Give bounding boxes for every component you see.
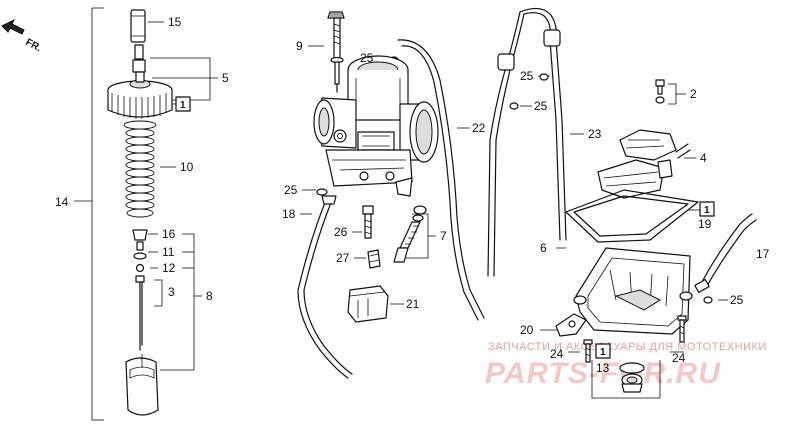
pilot-jet-26 bbox=[362, 205, 374, 239]
callout-8: 8 bbox=[206, 289, 213, 303]
float-bowl bbox=[573, 247, 693, 335]
jet-needle-assembly bbox=[132, 229, 148, 351]
overflow-tube-18 bbox=[297, 195, 353, 379]
callout-14: 14 bbox=[55, 195, 69, 209]
callout-18: 18 bbox=[282, 207, 296, 221]
drain-plug-13 bbox=[619, 362, 645, 393]
callout-19: 19 bbox=[698, 217, 712, 231]
callout-4: 4 bbox=[700, 151, 707, 165]
carburetor-top-cap bbox=[107, 71, 173, 119]
washer-bowl-25 bbox=[703, 296, 713, 304]
callout-16: 16 bbox=[162, 227, 176, 241]
callout-24b: 24 bbox=[672, 351, 686, 365]
callout-9: 9 bbox=[296, 39, 303, 53]
front-direction-arrow: FR. bbox=[1, 18, 44, 54]
throttle-stop-screw bbox=[327, 11, 345, 93]
overflow-tube-17 bbox=[694, 213, 757, 294]
watermark: ЗАПЧАСТИ И АКСЕССУАРЫ ДЛЯ МОТОТЕХНИКИ PA… bbox=[485, 341, 767, 390]
front-direction-label: FR. bbox=[24, 37, 44, 54]
callout-25b: 25 bbox=[284, 183, 298, 197]
accelerator-pump-cover-21 bbox=[347, 285, 389, 323]
needle-jet-holder-7 bbox=[393, 205, 427, 263]
callout-6: 6 bbox=[540, 241, 547, 255]
callout-25a: 25 bbox=[360, 51, 374, 65]
callout-1c: 1 bbox=[600, 347, 606, 358]
callout-box-1c bbox=[595, 343, 611, 359]
callout-3: 3 bbox=[168, 285, 175, 299]
callout-5: 5 bbox=[222, 71, 229, 85]
callout-1b: 1 bbox=[704, 205, 710, 216]
callout-26: 26 bbox=[334, 225, 348, 239]
callout-25d: 25 bbox=[534, 99, 548, 113]
carburetor-body bbox=[313, 55, 439, 197]
throttle-valve-spring bbox=[123, 120, 157, 218]
jet-needle-cap bbox=[130, 9, 146, 73]
air-vent-tube-22 bbox=[397, 39, 485, 321]
callout-23: 23 bbox=[588, 127, 602, 141]
callout-20: 20 bbox=[520, 323, 534, 337]
float-4 bbox=[597, 129, 691, 199]
callout-25c: 25 bbox=[520, 69, 534, 83]
callout-1a: 1 bbox=[180, 100, 186, 111]
callout-7: 7 bbox=[440, 229, 447, 243]
callout-labels: 15 5 1 10 14 16 11 12 3 8 9 25 22 25 18 … bbox=[55, 15, 770, 375]
callout-12: 12 bbox=[162, 261, 176, 275]
callout-13: 13 bbox=[596, 361, 610, 375]
callout-24a: 24 bbox=[550, 347, 564, 361]
callout-27: 27 bbox=[336, 251, 350, 265]
main-jet-27 bbox=[367, 249, 381, 269]
callout-22: 22 bbox=[472, 121, 486, 135]
callout-10: 10 bbox=[180, 160, 194, 174]
vent-tube-pair-23 bbox=[487, 7, 567, 277]
callout-21: 21 bbox=[406, 297, 420, 311]
callout-17: 17 bbox=[756, 247, 770, 261]
callout-2: 2 bbox=[690, 87, 697, 101]
watermark-tagline: ЗАПЧАСТИ И АКСЕССУАРЫ ДЛЯ МОТОТЕХНИКИ bbox=[488, 341, 767, 353]
watermark-logo-text: PARTS-FOR.RU bbox=[485, 357, 721, 390]
washers-vent bbox=[509, 73, 549, 110]
callout-box-1a bbox=[175, 96, 191, 112]
throttle-valve bbox=[125, 354, 159, 416]
leader-lines-left bbox=[74, 7, 218, 421]
bowl-bracket-20 bbox=[555, 313, 587, 337]
arrow-head-icon bbox=[1, 18, 25, 35]
callout-11: 11 bbox=[162, 245, 175, 259]
bowl-screws-24 bbox=[583, 315, 687, 363]
float-pin-2 bbox=[655, 79, 665, 104]
callout-25e: 25 bbox=[730, 293, 744, 307]
callout-box-1b bbox=[699, 201, 715, 217]
float-gasket-19 bbox=[565, 189, 699, 243]
callout-15: 15 bbox=[168, 15, 182, 29]
washer-small-b bbox=[316, 188, 328, 196]
